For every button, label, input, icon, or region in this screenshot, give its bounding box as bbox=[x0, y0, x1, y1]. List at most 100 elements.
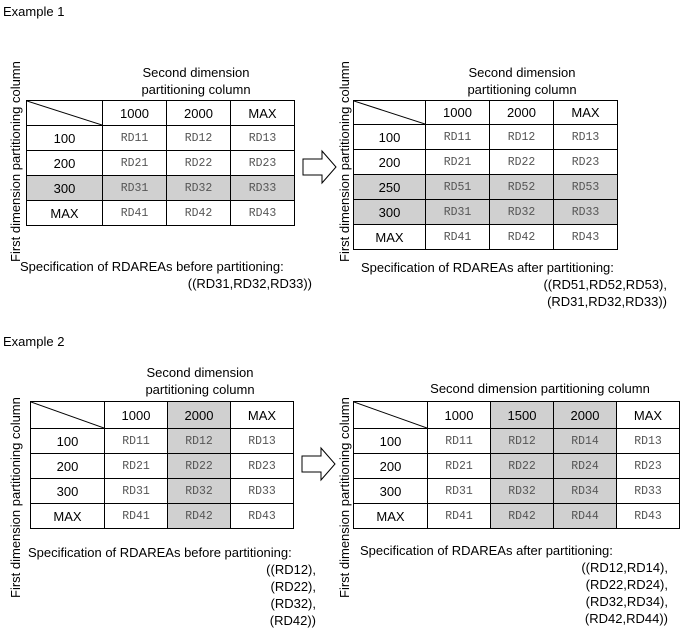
right-arrow-icon bbox=[302, 149, 337, 185]
rdarea-cell: RD22 bbox=[166, 150, 231, 176]
ex1-after-second-dim-label: Second dimension partitioning column bbox=[432, 64, 612, 98]
ex1-before-second-dim-label: Second dimension partitioning column bbox=[106, 64, 286, 98]
rdarea-cell: RD33 bbox=[230, 478, 294, 504]
row-key: 200 bbox=[30, 453, 105, 479]
rdarea-cell: RD23 bbox=[230, 150, 295, 176]
rdarea-cell: RD23 bbox=[616, 453, 680, 479]
row-key: MAX bbox=[353, 224, 426, 250]
column-header: 2000 bbox=[166, 100, 231, 126]
spec-line: (RD31,RD32,RD33)) bbox=[547, 294, 667, 309]
corner-diagonal-cell bbox=[353, 100, 426, 125]
ex1-before-second-dim-line2: partitioning column bbox=[141, 82, 251, 97]
row-key: 250 bbox=[353, 174, 426, 200]
row-key: 200 bbox=[353, 149, 426, 175]
ex2-before-first-dim-label: First dimension partitioning column bbox=[8, 397, 23, 598]
rdarea-cell: RD22 bbox=[490, 453, 554, 479]
column-header: 1000 bbox=[102, 100, 167, 126]
rdarea-cell: RD12 bbox=[489, 124, 554, 150]
column-header: 2000 bbox=[553, 401, 617, 429]
spec-line: (RD32), bbox=[270, 596, 316, 611]
rdarea-cell: RD12 bbox=[490, 428, 554, 454]
rdarea-cell: RD23 bbox=[230, 453, 294, 479]
rdarea-cell: RD52 bbox=[489, 174, 554, 200]
ex2-before-spec: Specification of RDAREAs before partitio… bbox=[28, 544, 316, 629]
row-key: MAX bbox=[30, 503, 105, 529]
spec-line: ((RD12,RD14), bbox=[581, 560, 668, 575]
rdarea-cell: RD44 bbox=[553, 503, 617, 529]
rdarea-cell: RD42 bbox=[490, 503, 554, 529]
spec-line: (RD22), bbox=[270, 579, 316, 594]
rdarea-cell: RD53 bbox=[553, 174, 618, 200]
rdarea-cell: RD42 bbox=[166, 200, 231, 226]
column-header: MAX bbox=[230, 401, 294, 429]
rdarea-cell: RD23 bbox=[553, 149, 618, 175]
spec-line: ((RD31,RD32,RD33)) bbox=[187, 276, 312, 291]
rdarea-cell: RD34 bbox=[553, 478, 617, 504]
rdarea-cell: RD22 bbox=[167, 453, 231, 479]
spec-heading: Specification of RDAREAs before partitio… bbox=[28, 545, 292, 560]
ex2-after-spec: Specification of RDAREAs after partition… bbox=[360, 542, 668, 627]
ex2-after-first-dim-label: First dimension partitioning column bbox=[337, 397, 352, 598]
example2-title: Example 2 bbox=[3, 334, 65, 349]
rdarea-cell: RD31 bbox=[102, 175, 167, 201]
rdarea-cell: RD24 bbox=[553, 453, 617, 479]
rdarea-cell: RD42 bbox=[167, 503, 231, 529]
rdarea-cell: RD33 bbox=[616, 478, 680, 504]
rdarea-cell: RD51 bbox=[425, 174, 490, 200]
rdarea-cell: RD14 bbox=[553, 428, 617, 454]
rdarea-cell: RD13 bbox=[616, 428, 680, 454]
rdarea-cell: RD12 bbox=[166, 125, 231, 151]
ex1-after-second-dim-line2: partitioning column bbox=[467, 82, 577, 97]
row-key: MAX bbox=[26, 200, 103, 226]
rdarea-cell: RD22 bbox=[489, 149, 554, 175]
spec-heading: Specification of RDAREAs before partitio… bbox=[20, 259, 284, 274]
row-key: 300 bbox=[353, 478, 428, 504]
rdarea-cell: RD31 bbox=[104, 478, 168, 504]
column-header: 2000 bbox=[489, 100, 554, 125]
rdarea-cell: RD41 bbox=[104, 503, 168, 529]
ex1-before-second-dim-line1: Second dimension bbox=[142, 65, 250, 80]
corner-diagonal-cell bbox=[30, 401, 105, 429]
spec-heading: Specification of RDAREAs after partition… bbox=[360, 543, 613, 558]
rdarea-cell: RD21 bbox=[102, 150, 167, 176]
column-header: MAX bbox=[230, 100, 295, 126]
ex2-after-second-dim-line1: Second dimension partitioning column bbox=[430, 381, 650, 396]
column-header: 2000 bbox=[167, 401, 231, 429]
spec-line: ((RD12), bbox=[266, 562, 316, 577]
rdarea-cell: RD42 bbox=[489, 224, 554, 250]
column-header: 1500 bbox=[490, 401, 554, 429]
row-key: 100 bbox=[26, 125, 103, 151]
rdarea-cell: RD32 bbox=[489, 199, 554, 225]
column-header: 1000 bbox=[425, 100, 490, 125]
spec-line: (RD22,RD24), bbox=[585, 577, 668, 592]
spec-line: (RD42,RD44)) bbox=[584, 611, 668, 626]
rdarea-cell: RD33 bbox=[230, 175, 295, 201]
spec-line: ((RD51,RD52,RD53), bbox=[543, 277, 667, 292]
rdarea-cell: RD41 bbox=[427, 503, 491, 529]
row-key: 300 bbox=[353, 199, 426, 225]
rdarea-cell: RD11 bbox=[427, 428, 491, 454]
rdarea-cell: RD41 bbox=[425, 224, 490, 250]
corner-diagonal-cell bbox=[353, 401, 428, 429]
ex1-after-second-dim-line1: Second dimension bbox=[468, 65, 576, 80]
rdarea-cell: RD21 bbox=[425, 149, 490, 175]
rdarea-cell: RD32 bbox=[166, 175, 231, 201]
example1-title: Example 1 bbox=[3, 4, 65, 19]
rdarea-cell: RD43 bbox=[553, 224, 618, 250]
